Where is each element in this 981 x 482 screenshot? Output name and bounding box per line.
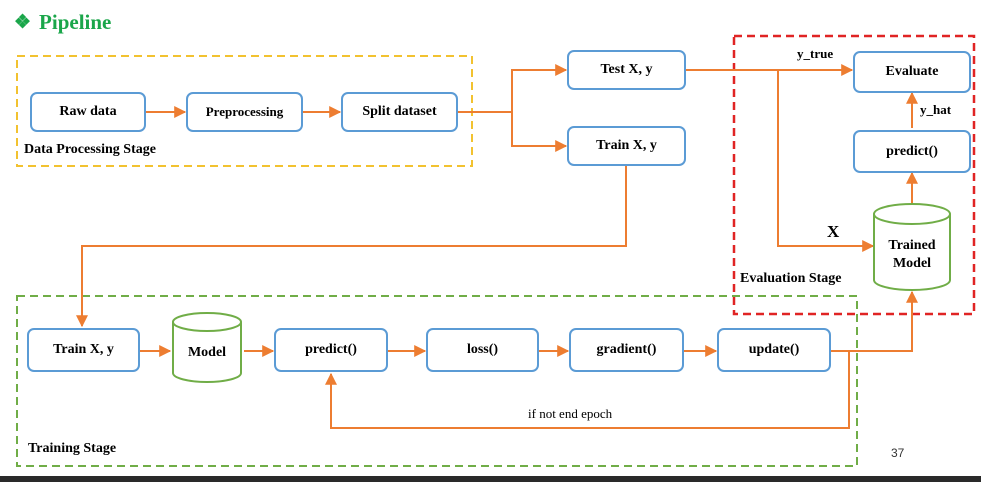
evaluate-label: Evaluate — [885, 64, 939, 79]
model-label: Model — [187, 345, 227, 360]
model-cylinder — [172, 312, 242, 383]
y-hat-label: y_hat — [920, 102, 952, 117]
train-xy-top-node: Train X, y — [567, 126, 686, 166]
loss-label: loss() — [466, 342, 499, 357]
training-stage-label: Training Stage — [28, 441, 117, 456]
predict-train-label: predict() — [305, 342, 357, 357]
evaluation-stage-label: Evaluation Stage — [740, 271, 842, 286]
page-title: ❖ Pipeline — [14, 10, 111, 35]
x-label: X — [827, 222, 840, 241]
trained-model-label: Trained Model — [874, 237, 950, 273]
preprocessing-node: Preprocessing — [186, 92, 303, 132]
trained-model-label-line1: Trained — [888, 238, 936, 253]
arrow-loop-back — [325, 351, 850, 429]
raw-data-label: Raw data — [59, 104, 117, 119]
train-xy-top-label: Train X, y — [596, 138, 657, 153]
raw-data-node: Raw data — [30, 92, 146, 132]
predict-train-node: predict() — [274, 328, 388, 372]
test-xy-node: Test X, y — [567, 50, 686, 90]
loop-label: if not end epoch — [528, 406, 613, 421]
arrow-split-to-train — [511, 112, 568, 152]
gradient-label: gradient() — [596, 342, 657, 357]
arrow-test-to-trained-model — [777, 70, 875, 252]
update-node: update() — [717, 328, 831, 372]
preprocessing-label: Preprocessing — [205, 104, 284, 119]
gradient-node: gradient() — [569, 328, 684, 372]
page-title-text: Pipeline — [39, 10, 112, 34]
trained-model-label-line2: Model — [892, 256, 932, 271]
page-number: 37 — [891, 446, 905, 460]
arrow-split-to-test — [458, 64, 568, 113]
evaluate-node: Evaluate — [853, 51, 971, 93]
arrow-train-to-training-stage — [76, 164, 627, 328]
train-xy-label: Train X, y — [53, 342, 114, 357]
data-processing-stage-label: Data Processing Stage — [24, 142, 156, 157]
predict-eval-node: predict() — [853, 130, 971, 173]
split-dataset-label: Split dataset — [362, 104, 437, 119]
predict-eval-label: predict() — [886, 143, 938, 159]
update-label: update() — [748, 342, 800, 357]
test-xy-label: Test X, y — [600, 62, 653, 77]
bottom-bar — [0, 476, 981, 482]
train-xy-node: Train X, y — [27, 328, 140, 372]
loss-node: loss() — [426, 328, 539, 372]
y-true-label: y_true — [797, 46, 834, 61]
training-stage-border — [16, 295, 858, 467]
evaluation-stage-border — [732, 34, 976, 316]
diamond-bullet-icon: ❖ — [14, 12, 32, 33]
arrow-update-to-trained-model — [831, 290, 918, 352]
trained-model-cylinder — [873, 203, 951, 291]
split-dataset-node: Split dataset — [341, 92, 458, 132]
